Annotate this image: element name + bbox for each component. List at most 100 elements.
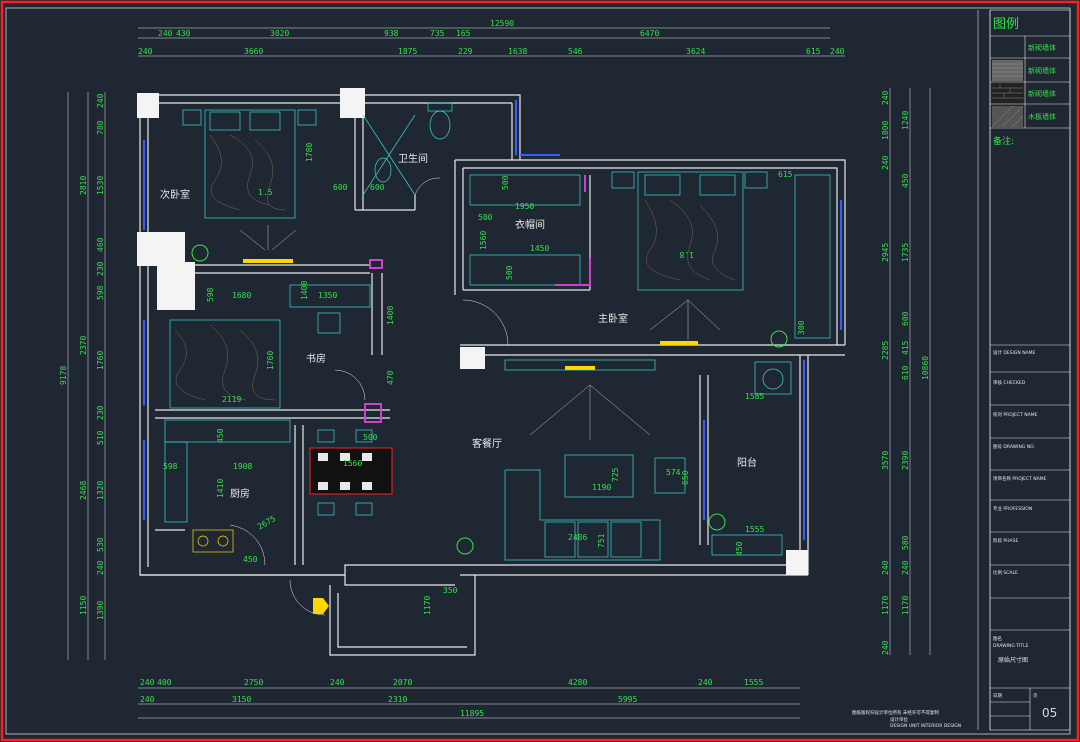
room-label-bedroom2: 次卧室 <box>160 188 190 201</box>
inner-dim-12: 1400 <box>386 306 395 325</box>
inner-dim-35: 1555 <box>745 525 764 534</box>
entrance-marker <box>313 598 329 614</box>
inner-dim-37: 350 <box>443 586 458 595</box>
dining-table <box>309 447 393 495</box>
view-lines <box>239 225 721 440</box>
dim-left-in-11: 240 <box>96 560 105 575</box>
dim-right-in-5: 3570 <box>881 451 890 470</box>
inner-dim-24: 1908 <box>233 462 252 471</box>
dim-right-in-7: 1170 <box>881 596 890 615</box>
inner-dim-31: 650 <box>681 470 690 485</box>
dim-top-2-4: 735 <box>430 29 445 38</box>
room-label-study: 书房 <box>306 352 326 365</box>
dim-left-mid-0: 2810 <box>79 176 88 195</box>
dim-top-3-8: 240 <box>830 47 845 56</box>
inner-dim-13: 598 <box>206 287 215 302</box>
legend-note: 备注: <box>993 135 1014 147</box>
inner-dim-28: 1190 <box>592 483 611 492</box>
inner-dim-27: 450 <box>243 555 258 564</box>
tb-row-7: 比例 SCALE <box>993 569 1018 576</box>
tb-drawing-title-label: 图名 <box>993 635 1002 642</box>
room-label-balcony: 阳台 <box>737 456 757 469</box>
light-fixtures <box>243 259 698 370</box>
tb-row-2: 校对 PROJECT NAME <box>993 411 1038 418</box>
dim-bot-1-3: 240 <box>330 678 345 687</box>
inner-dim-29: 725 <box>611 467 620 482</box>
inner-dim-4: 500 <box>501 175 510 190</box>
dim-top-2-1: 430 <box>176 29 191 38</box>
dim-right-mid-5: 610 <box>901 365 910 380</box>
dim-top-2-6: 6470 <box>640 29 659 38</box>
inner-dim-19: 470 <box>386 370 395 385</box>
dim-right-in-0: 240 <box>881 90 890 105</box>
dim-right-in-2: 240 <box>881 155 890 170</box>
dim-top-3-4: 1638 <box>508 47 527 56</box>
dim-bot-2-1: 3150 <box>232 695 251 704</box>
dim-bot-3-0: 11895 <box>460 709 484 718</box>
dim-bot-1-6: 240 <box>698 678 713 687</box>
dim-right-mid-3: 600 <box>901 311 910 326</box>
door-swings <box>229 177 509 616</box>
inner-dim-20: 450 <box>216 428 225 443</box>
inner-dim-39: 300 <box>797 320 806 335</box>
inner-dim-32: 2486 <box>568 533 587 542</box>
inner-dim-18: 2119 <box>222 395 241 404</box>
inner-dim-11: 615 <box>778 170 793 179</box>
bed-covers <box>174 134 736 401</box>
footer-note3: DESIGN UNIT INTERIOR DESIGN <box>890 723 961 729</box>
dim-right-outer: 10860 <box>921 356 930 380</box>
dim-right-mid-8: 240 <box>901 560 910 575</box>
dim-total-top: 12590 <box>490 19 514 28</box>
inner-dim-5: 1950 <box>515 202 534 211</box>
footer-note2: 设计单位 <box>890 716 908 723</box>
dim-top-2-2: 3020 <box>270 29 289 38</box>
dimension-lines <box>67 27 931 719</box>
tb-date-label: 日期 <box>993 693 1002 699</box>
inner-dim-17: 1760 <box>266 351 275 370</box>
dim-bot-1-1: 400 <box>157 678 172 687</box>
dim-right-in-1: 1800 <box>881 121 890 140</box>
legend-hatches <box>991 38 1024 128</box>
inner-dim-25: 1410 <box>216 479 225 498</box>
footer-note: 图纸版权归设计单位所有 未经许可不得复制 <box>852 709 939 716</box>
inner-dim-7: 1560 <box>479 231 488 250</box>
dim-bot-2-2: 2310 <box>388 695 407 704</box>
room-label-closet: 衣帽间 <box>515 218 545 231</box>
dim-right-mid-1: 450 <box>901 173 910 188</box>
dim-left-in-6: 1760 <box>96 351 105 370</box>
dim-right-mid-0: 1240 <box>901 111 910 130</box>
page-number: 05 <box>1042 706 1057 720</box>
inner-dim-33: 751 <box>597 533 606 548</box>
dim-top-3-3: 229 <box>458 47 473 56</box>
room-label-bath: 卫生间 <box>398 152 428 165</box>
tb-sheet-label: 页 <box>1033 693 1038 699</box>
dim-left-outer: 9178 <box>59 366 68 385</box>
dim-bot-2-3: 5995 <box>618 695 637 704</box>
dim-top-3-7: 615 <box>806 47 821 56</box>
tb-row-0: 设计 DESIGN NAME <box>993 349 1036 356</box>
inner-dim-30: 574 <box>666 468 681 477</box>
inner-dim-9: 1450 <box>530 244 549 253</box>
inner-dim-2: 600 <box>333 183 348 192</box>
tb-row-6: 阶段 PHASE <box>993 537 1018 544</box>
dim-bot-1-4: 2070 <box>393 678 412 687</box>
inner-dim-34: 1585 <box>745 392 764 401</box>
inner-dim-36: 450 <box>735 541 744 556</box>
dim-left-in-1: 780 <box>96 120 105 135</box>
dim-right-in-6: 240 <box>881 560 890 575</box>
inner-dim-16: 1400 <box>300 281 309 300</box>
dim-top-2-5: 165 <box>456 29 471 38</box>
inner-dim-21: 500 <box>363 433 378 442</box>
inner-dim-6: 500 <box>478 213 493 222</box>
dim-top-3-2: 1875 <box>398 47 417 56</box>
dim-left-in-9: 1320 <box>96 481 105 500</box>
dim-top-3-0: 240 <box>138 47 153 56</box>
dim-bot-2-0: 240 <box>140 695 155 704</box>
room-label-living: 客餐厅 <box>472 437 502 450</box>
dim-left-mid-1: 2370 <box>79 336 88 355</box>
inner-dim-0: 1.5 <box>258 188 273 197</box>
